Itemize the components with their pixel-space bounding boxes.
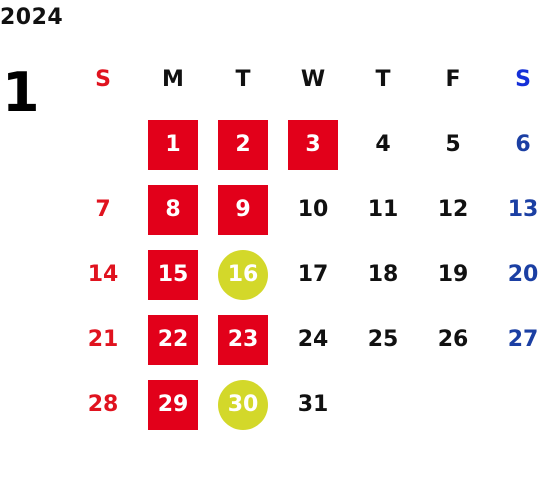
day-cell[interactable]: 22 [138,307,208,372]
day-cell[interactable]: 12 [418,177,488,242]
day-number [498,380,548,430]
week-row: 14 15 16 17 18 19 20 [68,242,548,307]
day-cell[interactable]: 4 [348,112,418,177]
day-number: 11 [367,197,399,222]
day-cell[interactable]: 19 [418,242,488,307]
day-number: 6 [515,132,531,157]
day-number: 7 [95,197,111,222]
day-cell[interactable]: 18 [348,242,418,307]
day-cell[interactable]: 3 [278,112,348,177]
day-number: 10 [297,197,329,222]
day-cell[interactable]: 27 [488,307,548,372]
year-label: 2024 [0,5,64,30]
day-number: 21 [87,327,119,352]
day-cell[interactable]: 2 [208,112,278,177]
calendar-grid: S M T W T F S 1 2 3 4 5 6 7 8 9 10 11 12… [68,47,548,437]
day-number: 22 [148,314,198,365]
day-number: 18 [367,262,399,287]
week-row: 1 2 3 4 5 6 [68,112,548,177]
day-number: 13 [507,197,539,222]
day-number: 19 [437,262,469,287]
weekday-header-sunday: S [95,67,111,92]
day-cell[interactable]: 7 [68,177,138,242]
day-cell[interactable]: 23 [208,307,278,372]
day-cell[interactable]: 5 [418,112,488,177]
weekday-header-wednesday: W [300,67,326,92]
day-number: 30 [218,379,268,430]
day-number: 14 [87,262,119,287]
day-cell[interactable]: 21 [68,307,138,372]
day-cell[interactable]: 29 [138,372,208,437]
day-number: 28 [87,392,119,417]
day-number: 1 [148,119,198,170]
day-cell[interactable]: 31 [278,372,348,437]
day-cell[interactable]: 28 [68,372,138,437]
day-number: 8 [148,184,198,235]
day-cell [488,372,548,437]
day-cell[interactable]: 8 [138,177,208,242]
day-number: 29 [148,379,198,430]
day-number: 26 [437,327,469,352]
day-number: 5 [445,132,461,157]
day-number: 12 [437,197,469,222]
day-cell[interactable]: 11 [348,177,418,242]
day-number: 4 [375,132,391,157]
day-cell[interactable]: 17 [278,242,348,307]
day-number: 24 [297,327,329,352]
day-cell [348,372,418,437]
day-number: 27 [507,327,539,352]
day-cell[interactable]: 10 [278,177,348,242]
day-number: 31 [297,392,329,417]
week-row: 21 22 23 24 25 26 27 [68,307,548,372]
day-number: 2 [218,119,268,170]
day-cell [68,112,138,177]
day-cell[interactable]: 16 [208,242,278,307]
day-number: 9 [218,184,268,235]
week-row: 7 8 9 10 11 12 13 [68,177,548,242]
day-cell[interactable]: 9 [208,177,278,242]
week-row: 28 29 30 31 [68,372,548,437]
weekday-header-friday: F [445,67,461,92]
day-number: 16 [218,249,268,300]
day-cell[interactable]: 13 [488,177,548,242]
day-number: 15 [148,249,198,300]
day-cell [418,372,488,437]
weekday-header-row: S M T W T F S [68,47,548,112]
day-cell[interactable]: 25 [348,307,418,372]
day-cell[interactable]: 30 [208,372,278,437]
month-number: 1 [2,61,40,124]
day-cell[interactable]: 15 [138,242,208,307]
day-number: 20 [507,262,539,287]
day-number: 25 [367,327,399,352]
weekday-header-tuesday: T [235,67,251,92]
weekday-header-monday: M [162,67,184,92]
day-cell[interactable]: 26 [418,307,488,372]
day-number: 3 [288,119,338,170]
day-number [78,120,128,170]
day-number [428,380,478,430]
weekday-header-saturday: S [515,67,531,92]
day-cell[interactable]: 24 [278,307,348,372]
day-number: 23 [218,314,268,365]
weekday-header-thursday: T [375,67,391,92]
day-number [358,380,408,430]
day-cell[interactable]: 1 [138,112,208,177]
day-number: 17 [297,262,329,287]
day-cell[interactable]: 14 [68,242,138,307]
day-cell[interactable]: 6 [488,112,548,177]
day-cell[interactable]: 20 [488,242,548,307]
